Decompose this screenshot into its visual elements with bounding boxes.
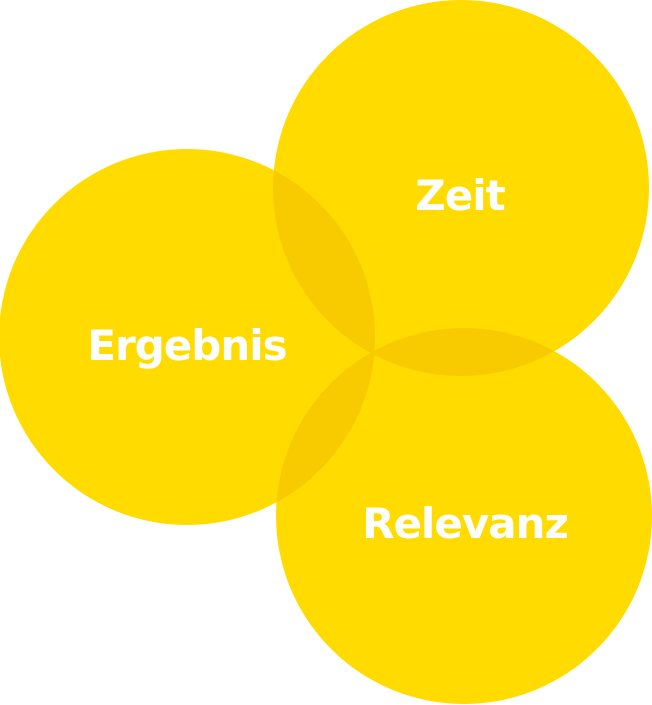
circle-ergebnis <box>0 149 375 525</box>
label-ergebnis: Ergebnis <box>87 321 286 370</box>
label-relevanz: Relevanz <box>362 499 568 548</box>
circle-zeit <box>273 0 649 376</box>
label-zeit: Zeit <box>415 171 505 220</box>
circle-relevanz <box>276 328 652 704</box>
